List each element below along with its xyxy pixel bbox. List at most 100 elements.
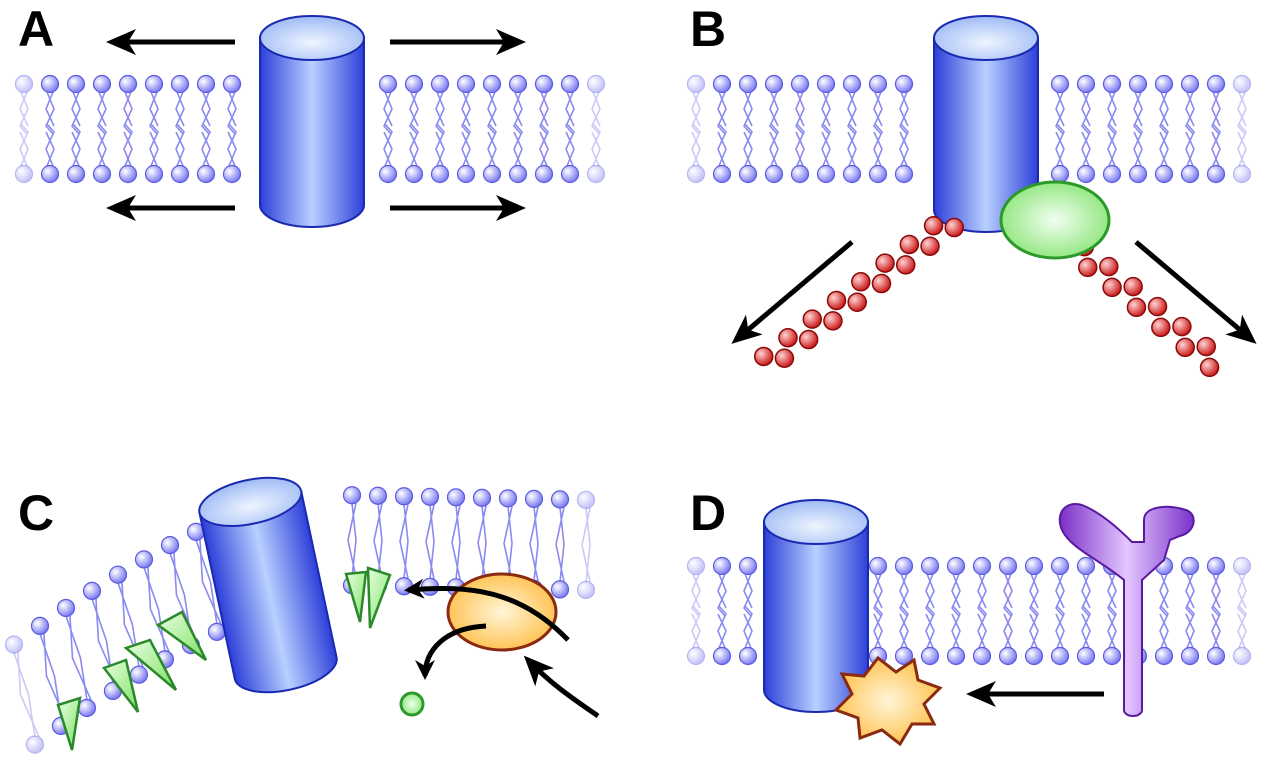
lipid-head	[738, 556, 758, 576]
lipid-tail	[1029, 573, 1039, 649]
lipid-head	[92, 74, 112, 94]
lipid-head	[1206, 164, 1226, 184]
lipid-tail	[717, 91, 727, 167]
lipid-head	[1180, 164, 1200, 184]
lipid-tail	[1003, 573, 1013, 649]
lipid-head	[920, 556, 940, 576]
panel-b	[731, 15, 1257, 378]
lipid-head	[1102, 164, 1122, 184]
lipid-tail	[409, 91, 419, 167]
lipid-head	[946, 556, 966, 576]
lipid-tail	[1055, 573, 1065, 649]
panel-c	[56, 476, 600, 751]
lipid-tail	[977, 573, 987, 649]
lipid-head	[1128, 164, 1148, 184]
lipid-head	[550, 490, 570, 509]
lipid-tail	[399, 504, 409, 579]
lipid-head	[342, 486, 362, 505]
lipid-head	[170, 74, 190, 94]
lipid-tail	[513, 91, 523, 167]
actin-bead	[899, 234, 920, 255]
lipid-tail	[97, 91, 107, 167]
lipid-head	[40, 74, 60, 94]
lipid-head	[998, 646, 1018, 666]
lipid-head	[816, 164, 836, 184]
lipid-tail	[743, 91, 753, 167]
channel-cylinder-icon	[259, 15, 365, 228]
activation-arrow	[523, 655, 600, 719]
lipid-head	[764, 74, 784, 94]
actin-bead	[895, 255, 916, 275]
lipid-head	[1076, 646, 1096, 666]
lipid-head	[560, 164, 580, 184]
lipid-head	[196, 74, 216, 94]
lipid-head	[1154, 646, 1174, 666]
lipid-head	[1128, 74, 1148, 94]
lipid-head	[40, 164, 60, 184]
actin-filament-right-icon	[1074, 236, 1220, 378]
lipid-tail	[451, 505, 461, 580]
lipid-head	[160, 536, 180, 555]
product-release-arrow	[415, 623, 487, 680]
lipid-head	[14, 164, 34, 184]
lipid-tail	[65, 615, 92, 701]
lipid-tail	[847, 91, 857, 167]
lipid-tail	[555, 507, 565, 582]
lipid-tail	[1107, 91, 1117, 167]
lipid-tail	[1237, 573, 1247, 649]
lipid-bilayer-d	[686, 556, 1252, 666]
lipid-tail	[691, 573, 701, 649]
lipid-head	[894, 74, 914, 94]
lipid-head	[4, 635, 24, 654]
lipid-head	[712, 646, 732, 666]
lipid-tail	[201, 91, 211, 167]
actin-bead	[1077, 257, 1098, 278]
lipid-head	[576, 490, 596, 510]
actin-bead	[1151, 317, 1171, 338]
lipid-head	[378, 74, 398, 94]
lipid-head	[420, 487, 440, 506]
actin-filament-left-icon	[753, 216, 965, 368]
actin-bead	[1199, 357, 1220, 378]
lipid-head	[686, 646, 706, 666]
lipid-head	[394, 487, 414, 506]
actin-bead	[1196, 336, 1217, 357]
lipid-head	[30, 616, 50, 636]
lipid-head	[404, 74, 424, 94]
lipid-head	[586, 164, 606, 184]
lipid-head	[1050, 646, 1070, 666]
lipid-head	[534, 164, 554, 184]
lipid-tail	[19, 91, 29, 167]
lipid-head	[738, 74, 758, 94]
lipid-tail	[13, 652, 40, 737]
lipid-tail	[1107, 573, 1117, 649]
lipid-head	[1050, 164, 1070, 184]
actin-bead	[875, 253, 895, 273]
lipid-tail	[1237, 91, 1247, 167]
lipid-tail	[769, 91, 779, 167]
lipid-tail	[539, 91, 549, 167]
lipid-tail	[1159, 573, 1169, 649]
lipid-head	[712, 74, 732, 94]
lipid-tail	[899, 91, 909, 167]
lipid-head	[764, 164, 784, 184]
lipid-head	[25, 735, 45, 754]
pull-arrow-right	[1134, 240, 1257, 344]
lipid-head	[972, 556, 992, 576]
lipid-tail	[477, 505, 487, 581]
lipid-head	[1050, 556, 1070, 576]
lipid-head	[576, 580, 596, 600]
lipid-tail	[383, 91, 393, 167]
actin-bead	[1102, 277, 1122, 298]
lipid-head	[456, 74, 476, 94]
actin-bead	[871, 273, 892, 294]
lipid-tail	[1185, 573, 1195, 649]
lipid-head	[118, 74, 138, 94]
lipid-head	[1076, 74, 1096, 94]
actin-bead	[1126, 297, 1147, 318]
substrate-flow-arrow	[404, 578, 570, 642]
lipid-head	[868, 556, 888, 576]
lipid-tail	[873, 91, 883, 167]
lipid-head	[738, 164, 758, 184]
